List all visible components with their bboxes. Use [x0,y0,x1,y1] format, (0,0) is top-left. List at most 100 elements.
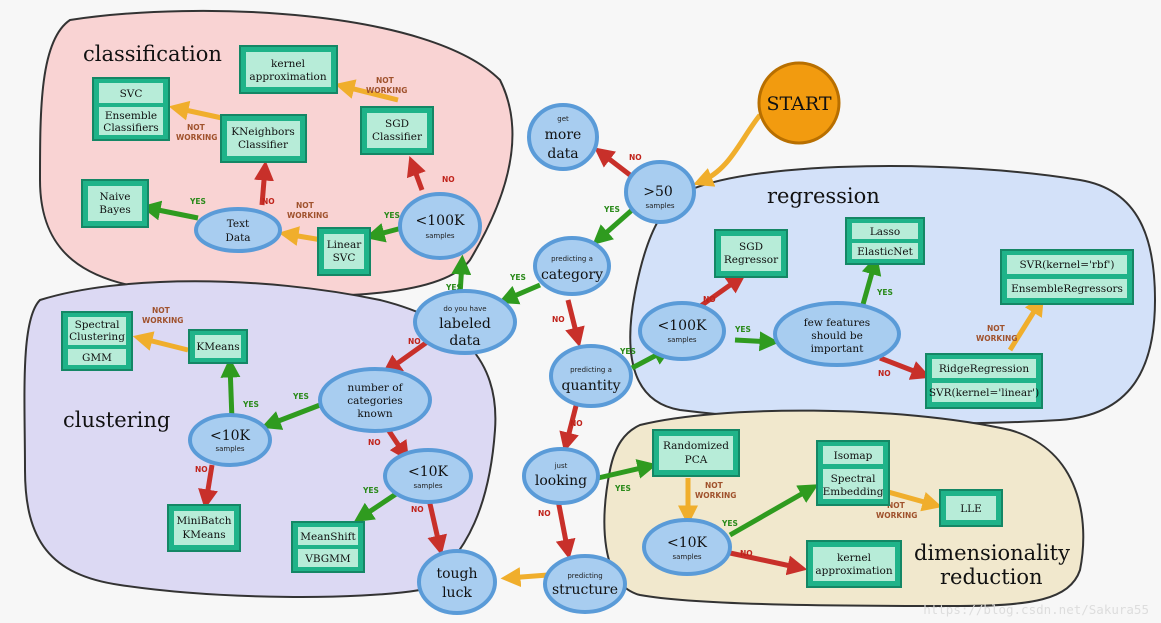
estimator-svr-rbf-ensemble[interactable]: SVR(kernel='rbf') EnsembleRegressors [1000,249,1134,305]
predict-category-big: category [541,267,603,283]
edge-label-not: NOT [376,76,395,85]
edge-label-yes: YES [721,519,738,528]
randomized-pca-l1: Randomized [663,440,729,452]
estimator-kmeans[interactable]: KMeans [188,329,248,364]
edge-label-no: NO [740,549,753,558]
dim-10k-small: samples [672,553,701,561]
edge-label-yes: YES [734,325,751,334]
edge-label-no: NO [408,337,421,346]
labeled-big2: data [449,333,480,349]
decision-predict-quantity[interactable]: predicting a quantity [549,344,633,408]
decision-clustering-10k-a[interactable]: <10K samples [188,413,272,467]
kernel-approx-cls-l1: kernel [271,58,306,70]
num-cat-line3: known [357,408,392,420]
isomap-label: Isomap [834,450,873,462]
decision-predict-category[interactable]: predicting a category [533,236,611,296]
tough-luck-big1: tough [436,566,477,582]
estimator-svc-ensemble[interactable]: SVC Ensemble Classifiers [92,77,170,141]
edge-label-yes: YES [603,205,620,214]
edge-label-yes: YES [383,211,400,220]
edge-label-yes: YES [292,392,309,401]
few-features-line3: important [811,343,865,355]
clustering-title: clustering [63,408,170,432]
estimator-isomap-spectral-embedding[interactable]: Isomap Spectral Embedding [816,440,890,506]
edge-label-working: WORKING [176,133,217,142]
start-node[interactable]: START [757,61,841,145]
spectral-clustering-l1: Spectral [75,319,121,331]
tough-luck-big2: luck [442,585,472,601]
estimator-lasso-elasticnet[interactable]: Lasso ElasticNet [845,217,925,265]
edge-label-yes: YES [509,273,526,282]
edge-label-no: NO [629,153,642,162]
estimator-kernel-approximation-cls[interactable]: kernel approximation [239,45,338,94]
estimator-sgd-classifier[interactable]: SGD Classifier [360,106,434,155]
reduction-title: reduction [940,565,1043,589]
num-cat-line2: categories [347,395,403,407]
cls-100k-big: <100K [416,213,465,229]
estimator-linear-svc[interactable]: Linear SVC [317,227,371,276]
decision-tough-luck[interactable]: tough luck [417,549,497,615]
decision-regression-100k[interactable]: <100K samples [638,301,726,361]
edge-label-working: WORKING [287,211,328,220]
edge-label-yes: YES [189,197,206,206]
estimator-minibatch-kmeans[interactable]: MiniBatch KMeans [167,504,241,552]
decision-few-features[interactable]: few features should be important [773,301,901,367]
more-data-big2: data [547,146,578,162]
edge-label-yes: YES [242,400,259,409]
estimator-naive-bayes[interactable]: Naive Bayes [81,179,149,228]
estimator-spectral-clustering-gmm[interactable]: Spectral Clustering GMM [61,311,133,371]
edge-label-working: WORKING [976,334,1017,343]
classification-title: classification [83,42,222,66]
predict-category-small: predicting a [551,255,593,263]
decision-more-data[interactable]: get more data [527,103,599,171]
meanshift-label: MeanShift [300,531,356,543]
edge-label-yes: YES [619,347,636,356]
lasso-label: Lasso [870,226,900,238]
sgd-reg-l2: Regressor [724,254,779,266]
edge-label-working: WORKING [366,86,407,95]
edge-label-no: NO [195,465,208,474]
spectral-embedding-l1: Spectral [831,473,877,485]
decision-samples50[interactable]: >50 samples [624,160,696,224]
cls-100k-small: samples [425,232,454,240]
sgd-cls-l2: Classifier [372,131,423,143]
clu-10k-b-big: <10K [408,464,449,480]
estimator-kneighbors[interactable]: KNeighbors Classifier [220,114,307,163]
watermark: https://blog.csdn.net/Sakura55 [923,602,1149,617]
structure-big: structure [552,582,618,598]
estimator-ridge-svr-linear[interactable]: RidgeRegression SVR(kernel='linear') [925,353,1043,409]
num-cat-line1: number of [348,382,404,394]
estimator-meanshift-vbgmm[interactable]: MeanShift VBGMM [291,521,365,573]
decision-classification-100k[interactable]: <100K samples [398,192,482,260]
edge-label-working: WORKING [142,316,183,325]
estimator-sgd-regressor[interactable]: SGD Regressor [714,229,788,278]
kernel-approx-dim-l2: approximation [815,565,892,577]
clu-10k-a-big: <10K [210,428,251,444]
minibatch-l2: KMeans [182,529,225,541]
decision-clustering-10k-b[interactable]: <10K samples [383,448,473,504]
decision-dimred-10k[interactable]: <10K samples [642,518,732,576]
edge-label-no: NO [368,438,381,447]
ensemble-cls-l2: Classifiers [103,122,158,134]
decision-labeled-data[interactable]: do you have labeled data [413,289,517,355]
decision-just-looking[interactable]: just looking [522,447,600,505]
vbgmm-label: VBGMM [304,553,351,565]
ensemble-cls-l1: Ensemble [105,110,157,122]
dim-10k-big: <10K [667,535,708,551]
decision-predict-structure[interactable]: predicting structure [543,554,627,614]
edge-label-no: NO [878,369,891,378]
predict-quantity-small: predicting a [570,366,612,374]
naive-bayes-l2: Bayes [99,204,131,216]
estimator-lle[interactable]: LLE [939,489,1003,527]
estimator-kernel-approximation-dim[interactable]: kernel approximation [806,540,902,588]
kneighbors-l2: Classifier [238,139,289,151]
few-features-line2: should be [811,330,863,342]
edge-label-not: NOT [296,201,315,210]
looking-big: looking [535,473,587,489]
decision-num-categories[interactable]: number of categories known [318,367,432,433]
arrows [132,79,1044,588]
estimator-randomized-pca[interactable]: Randomized PCA [652,429,740,477]
decision-text-data[interactable]: Text Data [194,207,282,253]
edge-label-working: WORKING [695,491,736,500]
